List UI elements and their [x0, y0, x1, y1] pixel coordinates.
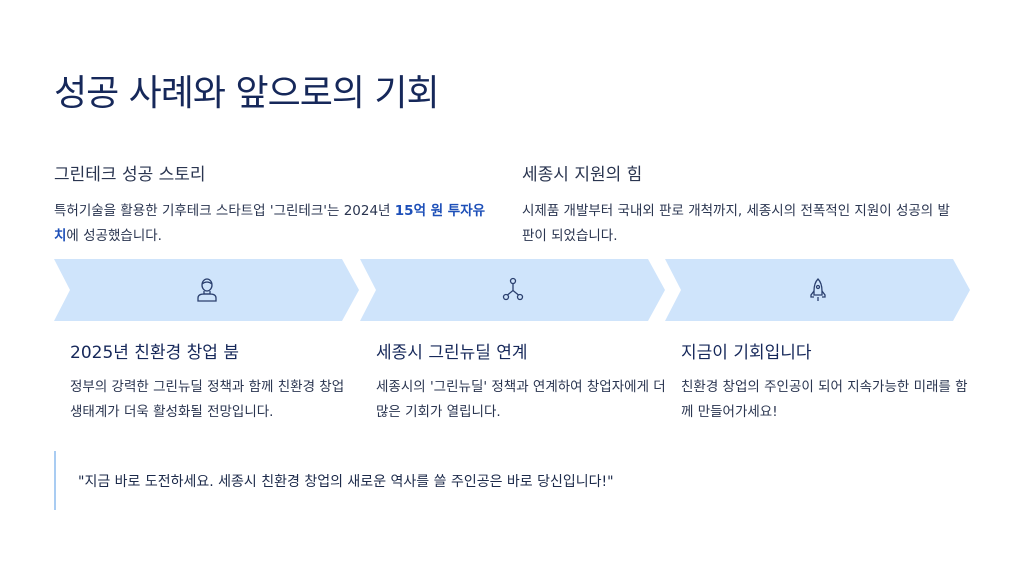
step-title: 2025년 친환경 창업 붐: [70, 343, 239, 363]
person-icon: [196, 278, 217, 302]
sejong-support-text: 시제품 개발부터 국내외 판로 개척까지, 세종시의 전폭적인 지원이 성공의 …: [522, 203, 950, 244]
sejong-support-section: 세종시 지원의 힘 시제품 개발부터 국내외 판로 개척까지, 세종시의 전폭적…: [522, 160, 962, 249]
step-title: 세종시 그린뉴딜 연계: [376, 343, 528, 363]
success-story-heading: 그린테크 성공 스토리: [54, 165, 206, 185]
step-text: 세종시의 '그린뉴딜' 정책과 연계하여 창업자에게 더 많은 기회가 열립니다…: [376, 379, 666, 420]
investment-highlight: 15억 원 투자유치: [54, 203, 486, 244]
step-3: 지금이 기회입니다 친환경 창업의 주인공이 되어 지속가능한 미래를 함께 만…: [681, 338, 971, 425]
step-chevron-2: [360, 259, 665, 321]
success-story-text: 특허기술을 활용한 기후테크 스타트업 '그린테크'는 2024년 15억 원 …: [54, 199, 494, 249]
success-story-section: 그린테크 성공 스토리 특허기술을 활용한 기후테크 스타트업 '그린테크'는 …: [54, 160, 494, 249]
step-2: 세종시 그린뉴딜 연계 세종시의 '그린뉴딜' 정책과 연계하여 창업자에게 더…: [376, 338, 666, 425]
page-title: 성공 사례와 앞으로의 기회: [54, 73, 440, 114]
call-to-action-quote: "지금 바로 도전하세요. 세종시 친환경 창업의 새로운 역사를 쓸 주인공은…: [54, 451, 614, 510]
sejong-support-heading: 세종시 지원의 힘: [522, 165, 643, 185]
step-text: 친환경 창업의 주인공이 되어 지속가능한 미래를 함께 만들어가세요!: [681, 379, 968, 420]
step-title: 지금이 기회입니다: [681, 343, 812, 363]
step-1: 2025년 친환경 창업 붐 정부의 강력한 그린뉴딜 정책과 함께 친환경 창…: [70, 338, 360, 425]
step-chevron-1: [54, 259, 359, 321]
rocket-icon: [809, 278, 826, 301]
step-text: 정부의 강력한 그린뉴딜 정책과 함께 친환경 창업 생태계가 더욱 활성화될 …: [70, 379, 345, 420]
network-icon: [502, 277, 523, 301]
text-part: 에 성공했습니다.: [66, 228, 162, 244]
text-part: 특허기술을 활용한 기후테크 스타트업 '그린테크'는 2024년: [54, 203, 395, 219]
step-chevron-3: [665, 259, 970, 321]
